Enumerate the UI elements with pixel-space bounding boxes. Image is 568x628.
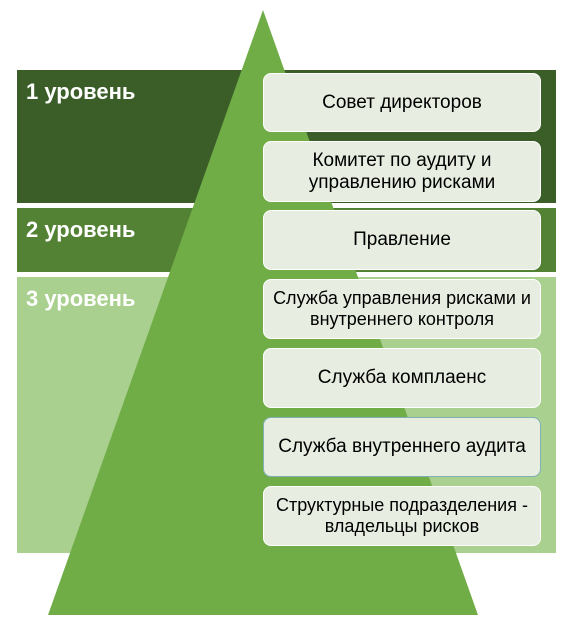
box-audit-risk-committee: Комитет по аудиту и управлению рисками [263, 141, 541, 202]
box-structural-units-risk-owners: Структурные подразделения - владельцы ри… [263, 486, 541, 546]
box-compliance-service: Служба комплаенс [263, 348, 541, 408]
box-internal-audit-service: Служба внутреннего аудита [263, 417, 541, 477]
box-risk-internal-control-service: Служба управления рисками и внутреннего … [263, 279, 541, 339]
level-1-label: 1 уровень [26, 79, 136, 104]
box-board-of-directors: Совет директоров [263, 73, 541, 132]
level-2-label: 2 уровень [26, 217, 136, 242]
level-3-label: 3 уровень [26, 286, 136, 311]
box-management-board: Правление [263, 210, 541, 270]
